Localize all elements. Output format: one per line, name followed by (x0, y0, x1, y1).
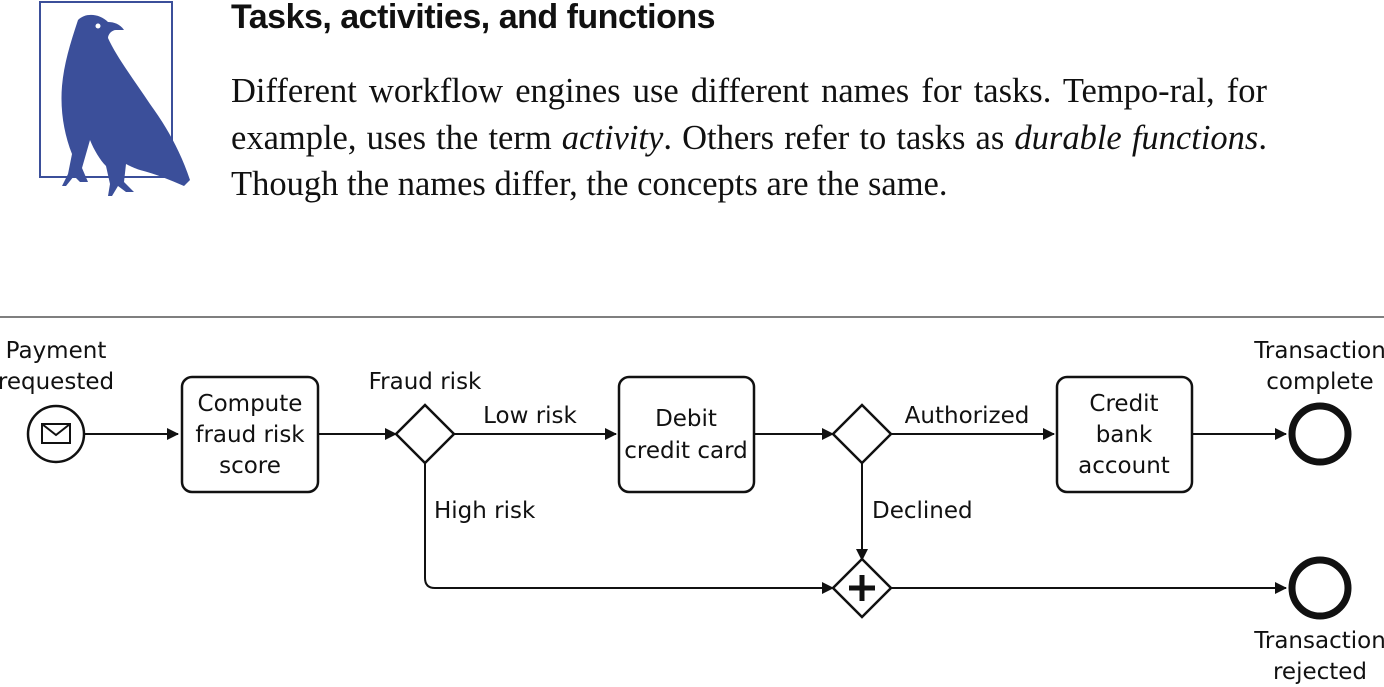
edge-low-risk-label: Low risk (483, 403, 577, 429)
end-event-rejected (1288, 556, 1352, 620)
end-complete-label: Transaction (1253, 338, 1384, 364)
start-event-label: Payment (6, 338, 107, 364)
task-debit-label: Debit (655, 406, 717, 432)
end-event-complete (1288, 402, 1352, 466)
gateway-fraud-risk (394, 403, 456, 465)
task-debit-credit-card (617, 375, 756, 494)
plus-icon (849, 575, 875, 601)
gateway-fraud-risk-label: Fraud risk (369, 369, 482, 395)
task-credit-label: account (1078, 453, 1170, 479)
task-debit-label: credit card (624, 438, 747, 464)
note-body: Different workflow engines use different… (231, 68, 1267, 208)
gateway-authorization (831, 403, 893, 465)
task-compute-label: score (219, 453, 281, 479)
task-compute-fraud-risk (180, 375, 320, 494)
term-activity: activity (561, 118, 664, 157)
task-compute-label: Compute (198, 391, 303, 417)
note-body-text: . Others refer to tasks as (663, 118, 1015, 157)
workflow-diagram: Payment requested Compute fraud risk sco… (0, 316, 1384, 685)
crow-icon (39, 1, 190, 196)
note-body-text: . Though the names differ, the concepts … (231, 118, 1267, 204)
task-compute-label: fraud risk (195, 422, 305, 448)
task-credit-label: Credit (1089, 391, 1158, 417)
note-body-text: Different workflow engines use different… (231, 72, 1267, 157)
edge-high-risk-label: High risk (434, 498, 536, 524)
task-credit-label: bank (1096, 422, 1153, 448)
envelope-icon (41, 423, 71, 444)
end-rejected-label: rejected (1273, 659, 1367, 685)
end-rejected-label: Transaction (1253, 628, 1384, 654)
edge-authorized-label: Authorized (905, 403, 1030, 429)
end-complete-label: complete (1266, 369, 1373, 395)
term-durable-functions: durable functions (1014, 118, 1259, 157)
note-title: Tasks, activities, and functions (231, 0, 716, 36)
flow-high-risk (424, 463, 834, 594)
task-credit-bank-account (1055, 375, 1194, 494)
start-event-label: requested (0, 369, 114, 395)
edge-declined-label: Declined (872, 498, 973, 524)
